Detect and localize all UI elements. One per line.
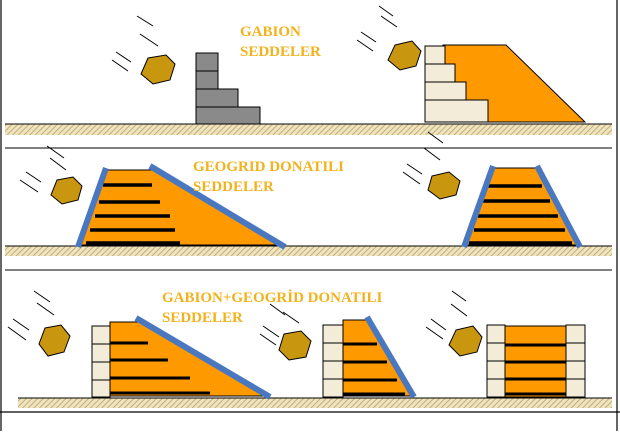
row-combined: [5, 269, 612, 408]
gabion-geogrid-embankment: [486, 324, 586, 398]
falling-rock: [7, 290, 71, 357]
falling-rock: [259, 303, 312, 361]
row-gabion: [5, 5, 612, 135]
label-geogrid-line2: SEDDELER: [193, 179, 274, 195]
ground-strip: [18, 397, 612, 408]
falling-rock: [356, 5, 422, 71]
gabion-embankment: [424, 44, 587, 123]
gabion-geogrid-embankment: [91, 315, 272, 400]
ground-strip: [5, 245, 612, 256]
row-geogrid: [5, 131, 612, 256]
gabion-geogrid-embankment: [322, 315, 417, 399]
falling-rock: [19, 145, 83, 205]
label-combined-line2: SEDDELER: [162, 310, 243, 326]
label-geogrid: GEOGRID DONATILI SEDDELER: [193, 157, 344, 197]
ground-strip: [5, 123, 612, 135]
label-combined-line1: GABION+GEOGRİD DONATILI: [162, 290, 383, 306]
label-gabion-line2: SEDDELER: [240, 44, 321, 60]
geogrid-embankment: [461, 164, 583, 249]
falling-rock: [402, 131, 461, 200]
label-geogrid-line1: GEOGRID DONATILI: [193, 159, 344, 175]
falling-rock: [111, 15, 176, 85]
label-gabion-line1: GABION: [240, 24, 301, 40]
gabion-stepped-wall: [195, 52, 261, 125]
label-gabion: GABION SEDDELER: [240, 22, 321, 62]
geogrid-embankment: [75, 163, 287, 250]
label-combined: GABION+GEOGRİD DONATILI SEDDELER: [162, 288, 382, 328]
falling-rock: [425, 290, 483, 357]
